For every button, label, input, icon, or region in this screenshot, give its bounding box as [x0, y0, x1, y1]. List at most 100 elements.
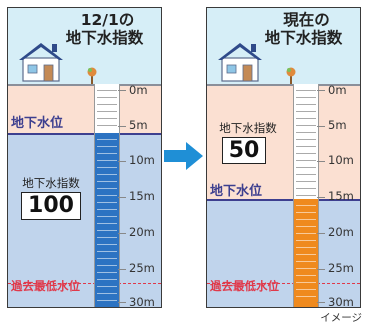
gauge-rung — [97, 195, 117, 197]
plant-icon — [87, 67, 97, 84]
historic-low-label: 過去最低水位 — [11, 279, 80, 293]
plant-icon — [286, 67, 296, 84]
depth-label-30: 30m — [328, 295, 354, 308]
ground-surface — [207, 84, 360, 86]
groundwater-zone — [8, 134, 161, 307]
gauge-rung — [97, 188, 117, 190]
depth-label-25: 25m — [328, 261, 354, 275]
depth-tick — [118, 197, 126, 198]
groundwater-zone — [207, 200, 360, 307]
depth-tick — [317, 161, 325, 162]
gauge-rung — [296, 195, 316, 197]
gauge-rung — [296, 233, 316, 235]
gauge-rung — [296, 167, 316, 169]
gauge-rung — [296, 268, 316, 270]
gauge-rung — [296, 219, 316, 221]
gauge-rung — [97, 160, 117, 162]
gauge-rung — [296, 111, 316, 113]
gauge-rung — [97, 118, 117, 120]
historic-low-label: 過去最低水位 — [210, 279, 279, 293]
title-line1: 12/1の — [80, 11, 135, 29]
gauge-rung — [97, 181, 117, 183]
depth-label-10: 10m — [328, 153, 354, 167]
gauge-rung — [296, 212, 316, 214]
well-water-fill — [95, 133, 119, 307]
gauge-rung — [97, 139, 117, 141]
gauge-rung — [296, 247, 316, 249]
depth-tick — [317, 302, 325, 303]
well-gauge — [293, 84, 319, 307]
gauge-rung — [296, 240, 316, 242]
gauge-rung — [296, 139, 316, 141]
gauge-rung — [97, 146, 117, 148]
title-line1: 現在の — [283, 11, 330, 29]
depth-tick — [317, 269, 325, 270]
gauge-rung — [296, 282, 316, 284]
gauge-rung — [296, 104, 316, 106]
gauge-rung — [296, 254, 316, 256]
panel-past: 12/1の 地下水指数 — [7, 7, 162, 308]
gauge-rung — [97, 237, 117, 239]
depth-tick — [118, 233, 126, 234]
gauge-rung — [97, 90, 117, 92]
depth-label-25: 25m — [129, 261, 155, 275]
gauge-rung — [296, 205, 316, 207]
gauge-rung — [296, 132, 316, 134]
arrow-right-icon — [164, 142, 203, 170]
gauge-rung — [97, 286, 117, 288]
title-line2: 地下水指数 — [65, 29, 144, 47]
depth-tick — [118, 269, 126, 270]
index-label: 地下水指数 — [219, 121, 277, 135]
title-line2: 地下水指数 — [264, 29, 343, 47]
unsaturated-soil — [8, 84, 161, 134]
gauge-rung — [296, 90, 316, 92]
gauge-rung — [97, 265, 117, 267]
panel-title: 12/1の 地下水指数 — [8, 11, 161, 47]
depth-tick — [317, 90, 325, 91]
gauge-rung — [296, 296, 316, 298]
water-level-line — [207, 199, 360, 201]
image-caption: イメージ — [320, 312, 362, 324]
depth-label-0: 0m — [328, 83, 347, 97]
gauge-rung — [296, 146, 316, 148]
index-label: 地下水指数 — [22, 176, 80, 190]
gauge-rung — [97, 111, 117, 113]
gauge-rung — [296, 153, 316, 155]
depth-tick — [118, 126, 126, 127]
gauge-rung — [296, 118, 316, 120]
historic-low-line — [207, 283, 360, 284]
gauge-rung — [97, 279, 117, 281]
gauge-rung — [97, 125, 117, 127]
gauge-rung — [97, 167, 117, 169]
gauge-rung — [97, 272, 117, 274]
gauge-rung — [296, 97, 316, 99]
water-level-label: 地下水位 — [210, 184, 263, 199]
gauge-rung — [296, 226, 316, 228]
well-water-fill — [294, 199, 318, 307]
gauge-rung — [97, 223, 117, 225]
gauge-rung — [296, 275, 316, 277]
water-level-line — [8, 133, 161, 135]
gauge-rung — [97, 244, 117, 246]
gauge-rung — [97, 251, 117, 253]
index-value: 50 — [222, 137, 266, 164]
gauge-rung — [97, 300, 117, 302]
index-value: 100 — [21, 192, 81, 220]
gauge-rung — [296, 160, 316, 162]
panel-title: 現在の 地下水指数 — [207, 11, 360, 47]
gauge-rung — [296, 181, 316, 183]
gauge-rung — [97, 97, 117, 99]
historic-low-line — [8, 283, 161, 284]
depth-label-30: 30m — [129, 295, 155, 308]
gauge-rung — [97, 293, 117, 295]
depth-tick — [118, 90, 126, 91]
depth-label-0: 0m — [129, 83, 148, 97]
gauge-rung — [97, 216, 117, 218]
gauge-rung — [296, 125, 316, 127]
depth-label-5: 5m — [328, 118, 347, 132]
gauge-rung — [97, 174, 117, 176]
gauge-rung — [97, 258, 117, 260]
ground-surface — [8, 84, 161, 86]
gauge-rung — [97, 153, 117, 155]
depth-label-15: 15m — [328, 189, 354, 203]
